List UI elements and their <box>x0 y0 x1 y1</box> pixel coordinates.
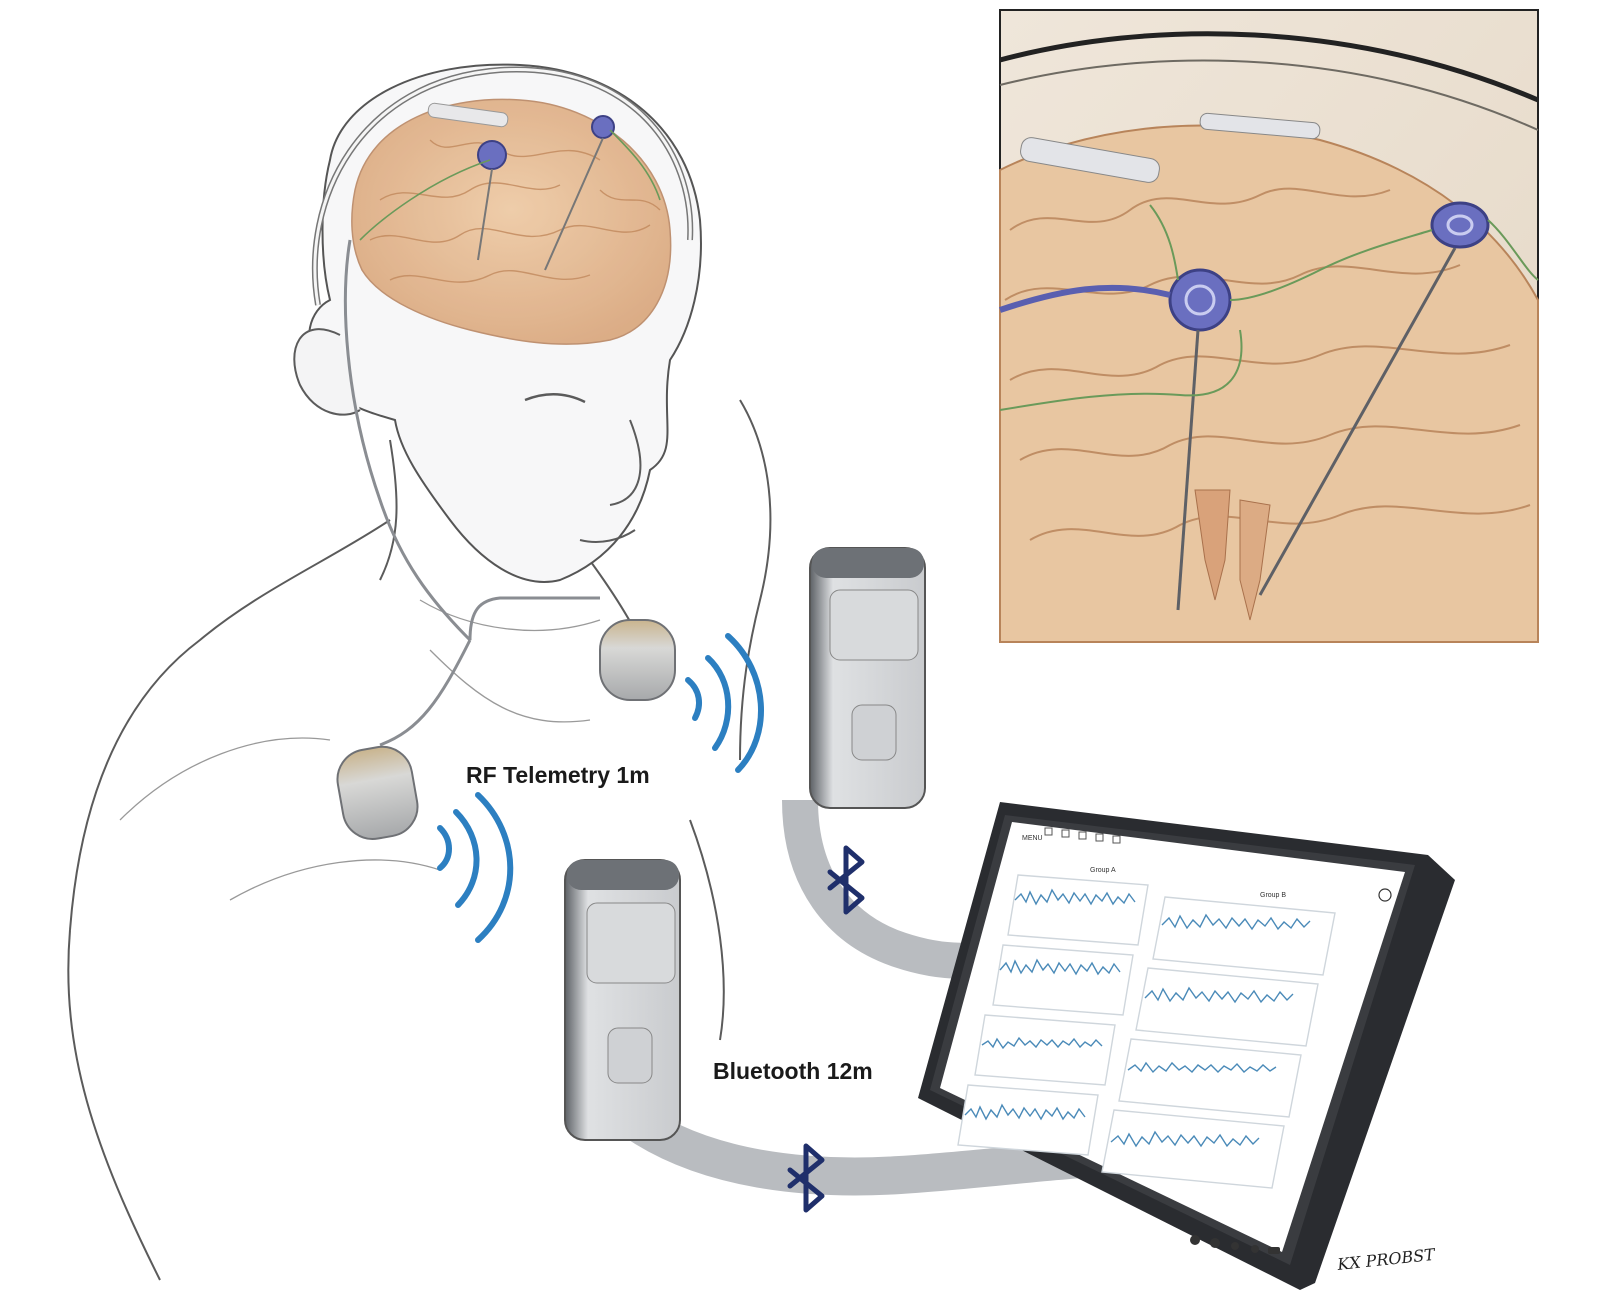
bluetooth-icon-lower <box>787 1143 825 1213</box>
group-b-label: Group B <box>1260 892 1286 899</box>
bluetooth-icon <box>827 845 865 915</box>
tablet: MENU Group A Group B <box>918 802 1455 1290</box>
brain-in-head <box>343 98 672 642</box>
tablet-toolbar[interactable]: MENU <box>1022 827 1121 844</box>
rf-wave-icon <box>685 633 764 773</box>
bluetooth-label: Bluetooth 12m <box>713 1058 873 1084</box>
close-icon[interactable] <box>1378 888 1392 902</box>
group-a-label: Group A <box>1090 867 1116 874</box>
brain-inset <box>999 9 1539 643</box>
rf-wave-icon-lower <box>437 792 514 943</box>
programmer-device-upper <box>809 547 926 809</box>
eeg-panels <box>957 874 1336 1189</box>
rf-telemetry-label: RF Telemetry 1m <box>466 762 650 788</box>
tablet-status-bar <box>1190 1235 1280 1254</box>
implant-lower <box>336 639 472 840</box>
tablet-menu-label[interactable]: MENU <box>1022 835 1043 842</box>
programmer-device-lower <box>564 859 681 1141</box>
implant-upper <box>468 596 676 701</box>
artist-signature: KX PROBST <box>1335 1245 1437 1274</box>
